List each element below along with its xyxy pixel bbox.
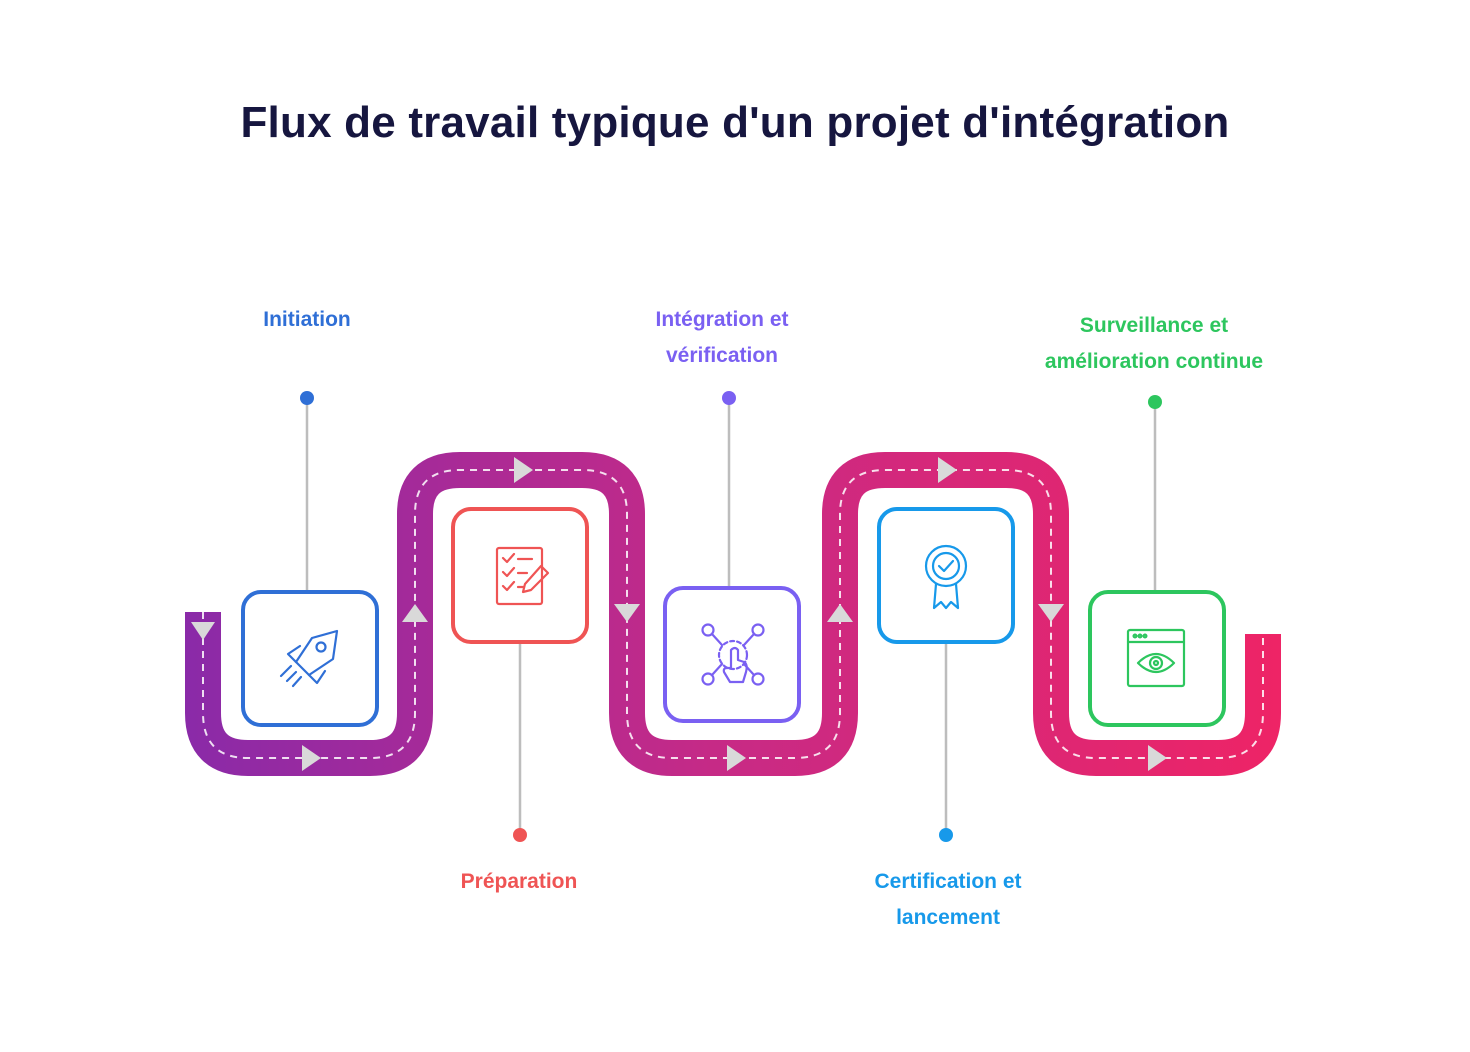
label-line: Préparation <box>460 870 578 893</box>
checklist-pen-icon <box>495 546 550 606</box>
badge-check-icon <box>924 544 968 610</box>
step-box-surveillance <box>1088 590 1226 727</box>
arrow-right-icon <box>302 745 321 771</box>
step-box-initiation <box>241 590 379 727</box>
step-box-certification <box>877 507 1015 644</box>
label-line: amélioration continue <box>1044 350 1264 373</box>
connector-dot <box>722 391 736 405</box>
label-line: Initiation <box>263 308 351 331</box>
step-label-integration: Intégration et vérification <box>562 302 882 374</box>
arrow-right-icon <box>727 745 746 771</box>
arrow-down-icon <box>1038 604 1064 622</box>
step-label-initiation: Initiation <box>147 302 467 338</box>
connector-dot <box>513 828 527 842</box>
connector-dot <box>300 391 314 405</box>
label-line: vérification <box>665 344 779 367</box>
arrow-up-icon <box>402 604 428 622</box>
rocket-icon <box>279 629 339 688</box>
step-label-surveillance: Surveillance et amélioration continue <box>994 308 1314 380</box>
label-line: lancement <box>896 906 1000 929</box>
step-label-certification: Certification et lancement <box>788 864 1108 936</box>
arrow-up-icon <box>827 604 853 622</box>
label-line: Certification et <box>874 870 1022 893</box>
step-label-preparation: Préparation <box>359 864 679 900</box>
network-touch-icon <box>701 623 765 686</box>
step-box-preparation <box>451 507 589 644</box>
connector-dot <box>939 828 953 842</box>
arrow-right-icon <box>1148 745 1167 771</box>
label-line: Intégration et <box>655 308 789 331</box>
arrow-down-icon <box>191 622 215 640</box>
diagram-title: Flux de travail typique d'un projet d'in… <box>240 98 1230 147</box>
connector-dot <box>1148 395 1162 409</box>
arrow-right-icon <box>938 457 957 483</box>
arrow-down-icon <box>614 604 640 622</box>
workflow-path-dashes <box>202 469 1264 759</box>
arrow-right-icon <box>514 457 533 483</box>
label-line: Surveillance et <box>1079 314 1229 337</box>
browser-eye-icon <box>1126 628 1186 688</box>
